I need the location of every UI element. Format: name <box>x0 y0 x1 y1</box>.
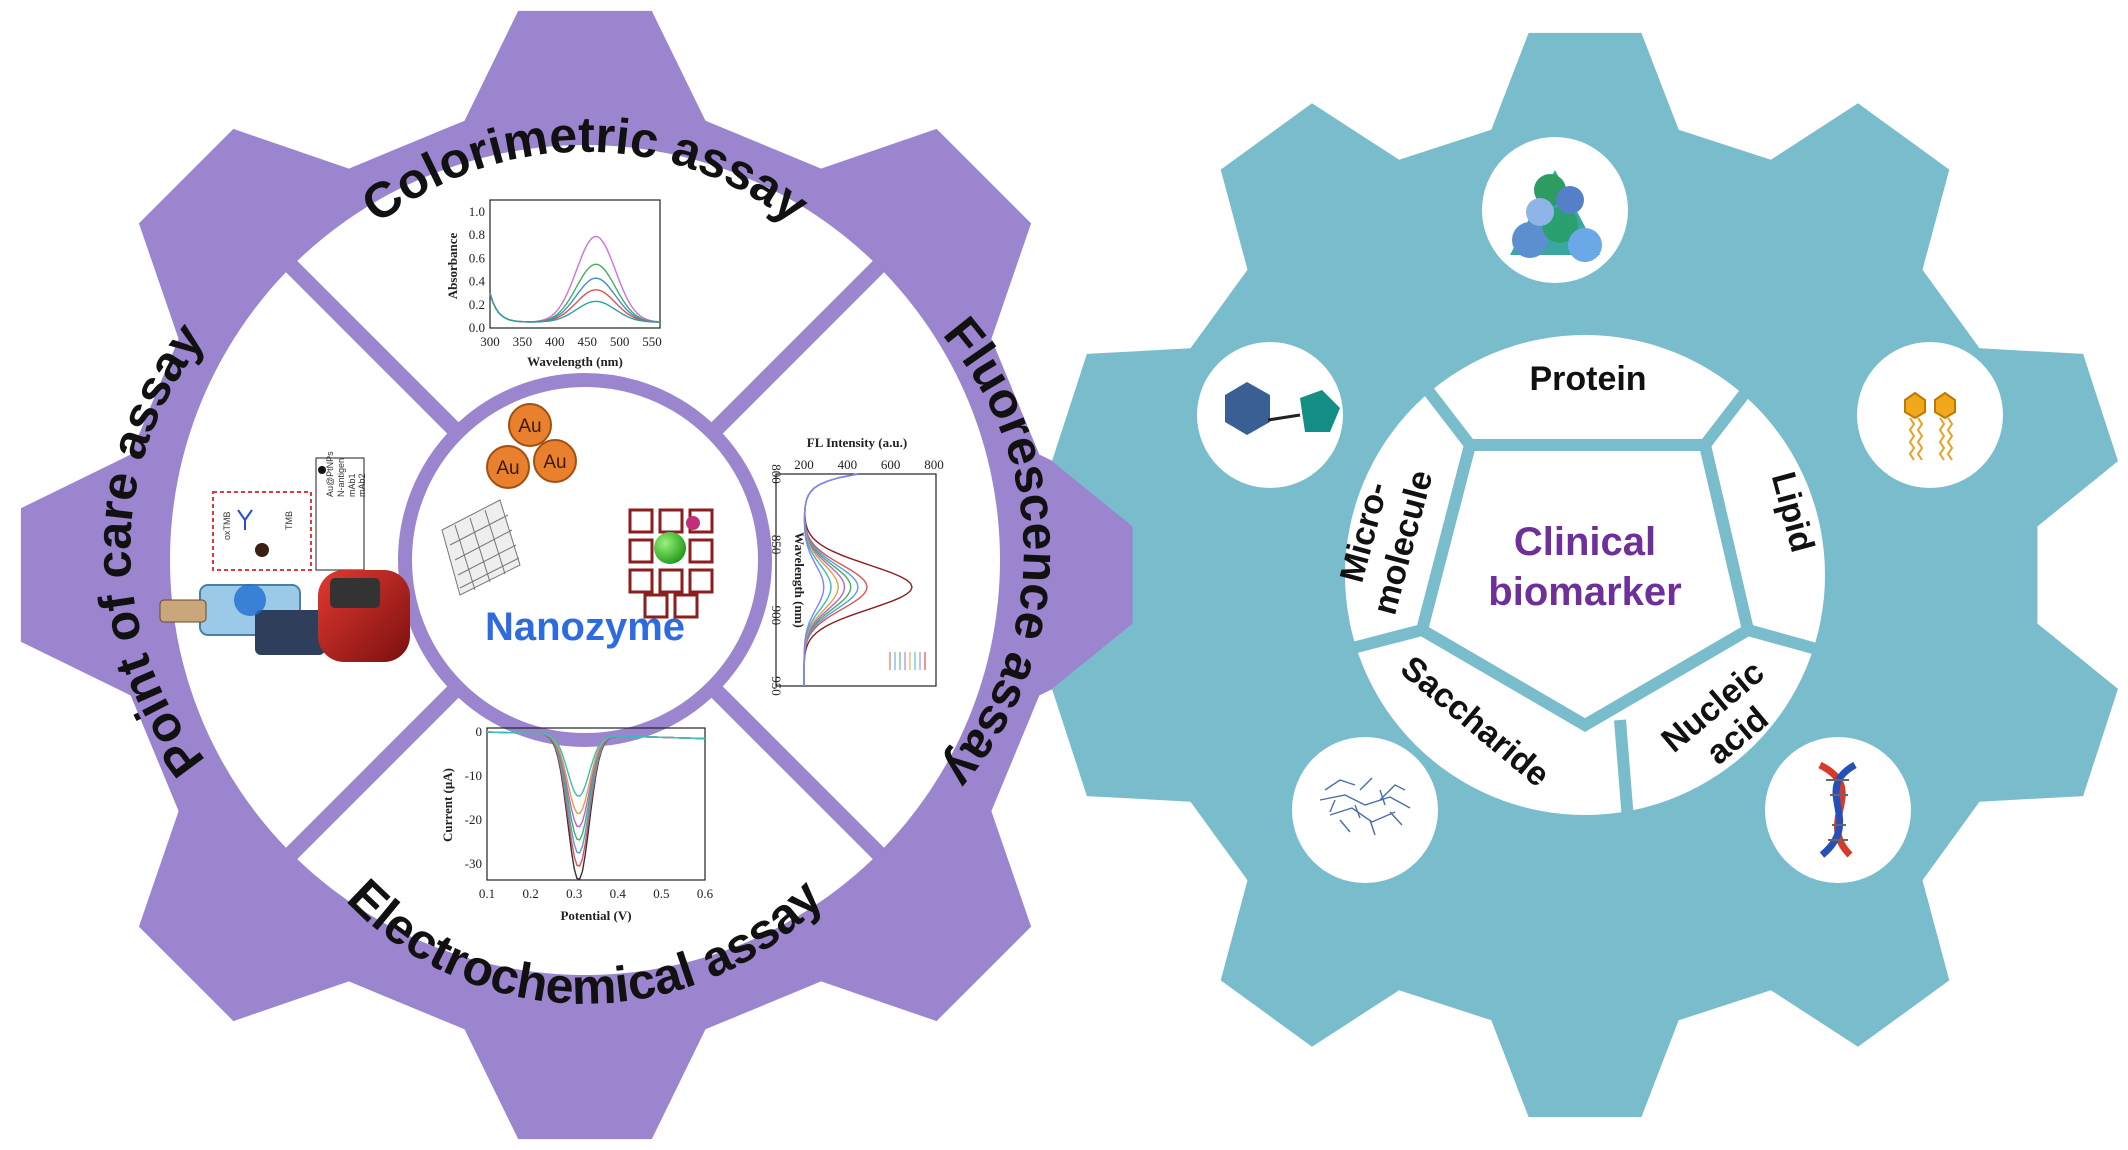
poc-oxtmb-tag: oxTMB <box>222 511 232 540</box>
colorimetric-x-tick: 300 <box>480 334 500 349</box>
electrochemical-x-tick: 0.5 <box>653 886 669 901</box>
fluorescence-y-label: Wavelength (nm) <box>792 532 807 628</box>
segment-protein-label: Protein <box>1529 360 1646 398</box>
svg-text:Au: Au <box>543 452 566 473</box>
electrochemical-x-label: Potential (V) <box>560 908 631 923</box>
colorimetric-x-tick: 400 <box>545 334 565 349</box>
poc-tmb-tag: TMB <box>284 511 294 530</box>
electrochemical-x-tick: 0.2 <box>522 886 538 901</box>
fluorescence-series-line <box>803 473 859 686</box>
svg-text:Au@PtNPs: Au@PtNPs <box>325 451 335 497</box>
poc-antibody-icon <box>237 509 253 530</box>
au-nanoparticle: Au <box>533 439 577 483</box>
electrochemical-y-tick: 0 <box>476 724 483 739</box>
fluorescence-x-tick: 600 <box>881 457 901 472</box>
poc-nanoparticle-icon <box>255 543 269 557</box>
colorimetric-y-tick: 0.2 <box>469 297 485 312</box>
nanozyme-label: Nanozyme <box>485 605 685 649</box>
electrochemical-curves <box>486 731 706 881</box>
svg-text:mAb1: mAb1 <box>347 473 357 497</box>
biomarker-label: biomarker <box>1488 570 1681 614</box>
colorimetric-y-tick: 0.6 <box>469 250 486 265</box>
colorimetric-curves <box>489 235 661 323</box>
fluorescence-y-tick: 950 <box>769 676 784 696</box>
fluorescence-y-tick: 850 <box>769 535 784 555</box>
svg-text:Au: Au <box>518 416 541 437</box>
colorimetric-spectrum-plot: 0.0 0.2 0.4 0.6 0.8 1.0 300 350 400 450 500 550 Ab… <box>445 199 662 369</box>
colorimetric-x-tick: 550 <box>642 334 662 349</box>
left-gear: Colorimetric assay Electrochemical assay… <box>20 10 1150 1140</box>
graphene-sheet-icon <box>441 499 521 596</box>
electrochemical-voltammogram-plot: 0 -10 -20 -30 0.1 0.2 0.3 0.4 0.5 0.6 Current (μ… <box>440 724 714 923</box>
dna-helix-icon <box>1818 761 1857 858</box>
protein-structure-icon <box>1510 170 1602 262</box>
fluorescence-x-tick: 400 <box>838 457 858 472</box>
colorimetric-y-label: Absorbance <box>445 233 460 300</box>
poc-legend: Au@PtNPs N-antigen mAb1 mAb2 <box>318 451 367 497</box>
electrochemical-y-tick: -10 <box>465 768 482 783</box>
fluorescence-legend <box>889 652 926 670</box>
colorimetric-y-ticks: 0.0 0.2 0.4 0.6 0.8 1.0 <box>469 204 486 335</box>
colorimetric-y-tick: 0.0 <box>469 320 485 335</box>
electrochemical-series-line <box>486 731 706 797</box>
point-of-care-device-illustration: oxTMB TMB Au@PtNPs N-antigen mAb1 mAb2 <box>159 451 410 662</box>
colorimetric-x-label: Wavelength (nm) <box>527 354 623 369</box>
fluorescence-x-tick: 200 <box>794 457 814 472</box>
fluorescence-x-tick: 800 <box>924 457 944 472</box>
electrochemical-x-tick: 0.4 <box>610 886 627 901</box>
colorimetric-x-tick: 500 <box>610 334 630 349</box>
fluorescence-x-ticks: 200 400 600 800 <box>794 457 944 472</box>
mof-framework-icon <box>628 508 714 619</box>
au-nanoparticle: Au <box>508 403 552 447</box>
fluorescence-spectrum-plot: FL Intensity (a.u.) 200 400 600 800 800 850 9… <box>769 435 944 696</box>
electrochemical-y-tick: -30 <box>465 856 482 871</box>
electrochemical-x-tick: 0.3 <box>566 886 582 901</box>
colorimetric-x-ticks: 300 350 400 450 500 550 <box>480 334 662 349</box>
electrochemical-y-ticks: 0 -10 -20 -30 <box>465 724 482 871</box>
fluorescence-curves <box>803 473 913 686</box>
clinical-biomarker-pentagon <box>1415 439 1755 732</box>
nanozyme-hub-content: Au Au Au <box>441 403 714 649</box>
colorimetric-y-tick: 1.0 <box>469 204 485 219</box>
clinical-label: Clinical <box>1514 520 1656 564</box>
au-nanoparticle: Au <box>486 445 530 489</box>
fluorescence-y-ticks: 800 850 900 950 <box>769 464 784 696</box>
svg-text:mAb2: mAb2 <box>357 473 367 497</box>
colorimetric-y-tick: 0.8 <box>469 227 485 242</box>
electrochemical-x-tick: 0.6 <box>697 886 714 901</box>
electrochemical-x-ticks: 0.1 0.2 0.3 0.4 0.5 0.6 <box>479 886 714 901</box>
electrochemical-y-label: Current (μA) <box>440 768 455 842</box>
poc-reader-device-icon <box>159 570 410 662</box>
colorimetric-y-tick: 0.4 <box>469 274 486 289</box>
micro-molecule-icon <box>1225 382 1340 435</box>
lipid-icon <box>1904 391 1956 461</box>
electrochemical-x-tick: 0.1 <box>479 886 495 901</box>
svg-text:Au: Au <box>496 458 519 479</box>
fluorescence-y-tick: 900 <box>769 606 784 626</box>
colorimetric-series-line <box>489 292 660 323</box>
right-gear-separators <box>1343 376 1822 821</box>
fluorescence-title: FL Intensity (a.u.) <box>807 435 907 450</box>
electrochemical-y-tick: -20 <box>465 812 482 827</box>
saccharide-polymer-icon <box>1319 777 1411 836</box>
right-gear: Clinical biomarker Protein Lipid Nucleic… <box>1052 32 2118 1118</box>
fluorescence-y-tick: 800 <box>769 464 784 484</box>
colorimetric-x-tick: 350 <box>513 334 533 349</box>
svg-text:N-antigen: N-antigen <box>336 458 346 497</box>
colorimetric-x-tick: 450 <box>577 334 597 349</box>
